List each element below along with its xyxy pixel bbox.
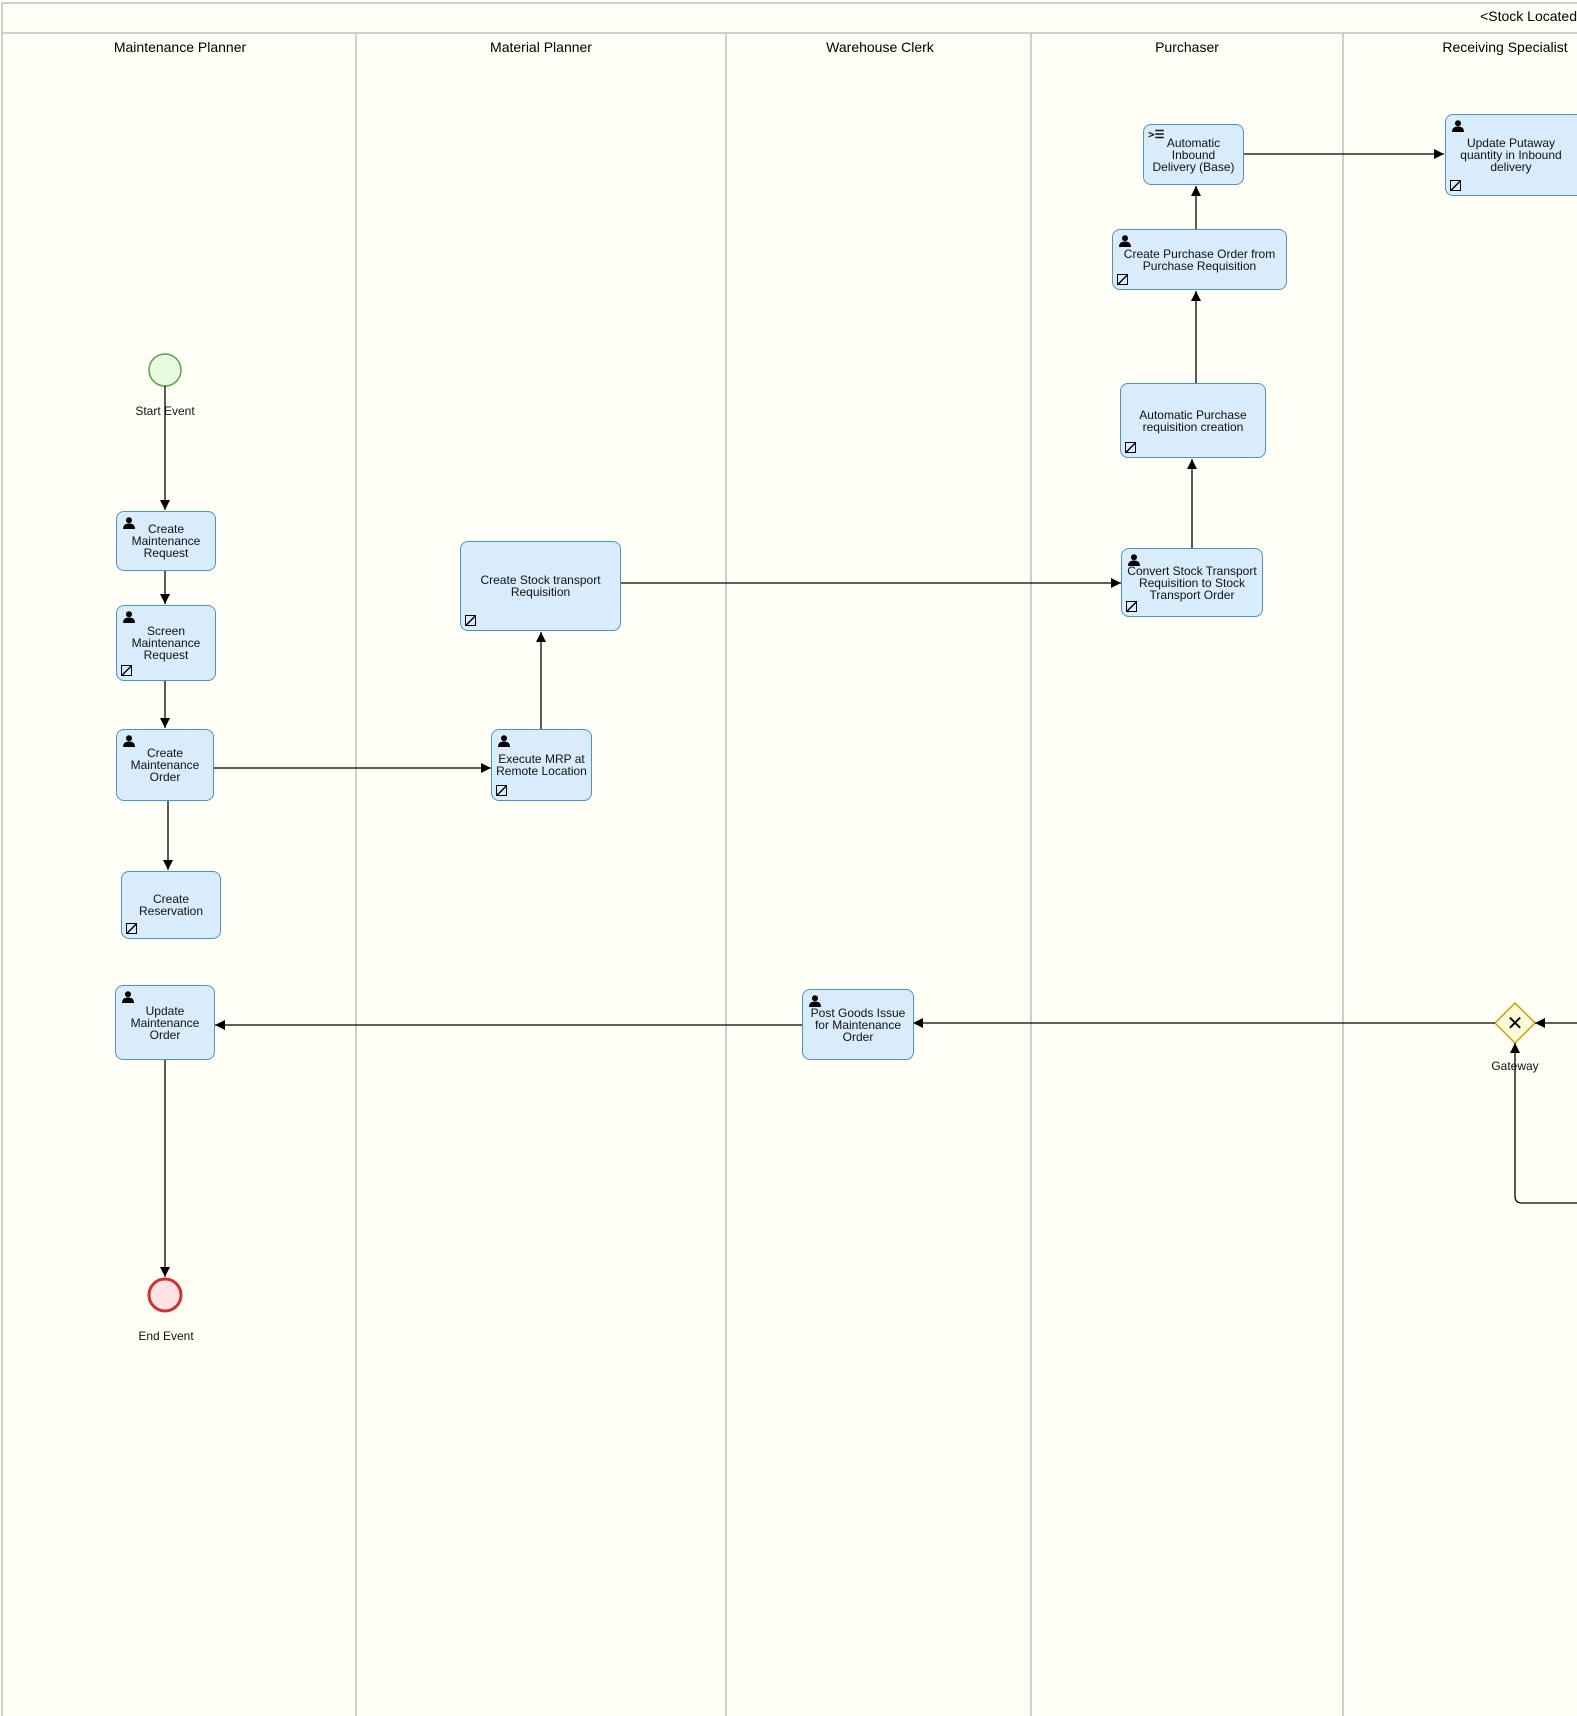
task-label: Create Reservation xyxy=(138,892,204,918)
task-create-purchase-order[interactable]: Create Purchase Order from Purchase Requ… xyxy=(1112,229,1287,290)
task-execute-mrp[interactable]: Execute MRP at Remote Location xyxy=(491,729,592,801)
task-label: Automatic Purchase requisition creation xyxy=(1139,407,1247,434)
task-create-stock-transport-requisition[interactable]: Create Stock transport Requisition xyxy=(460,541,621,631)
task-label: Create Maintenance Request xyxy=(131,522,201,560)
user-icon xyxy=(123,517,135,529)
user-icon xyxy=(809,995,821,1007)
exclusive-gateway[interactable]: ✕ xyxy=(1493,1001,1537,1045)
start-event-label: Start Event xyxy=(135,404,195,418)
task-automatic-inbound-delivery[interactable]: >☰ Automatic Inbound Delivery (Base) xyxy=(1143,124,1244,185)
task-label: Create Maintenance Order xyxy=(130,746,200,784)
subprocess-marker-icon xyxy=(126,923,137,934)
start-event[interactable] xyxy=(148,353,182,387)
subprocess-marker-icon xyxy=(465,615,476,626)
lane-title-receiving-specialist: Receiving Specialist xyxy=(1442,39,1568,55)
task-label: Execute MRP at Remote Location xyxy=(496,752,587,778)
task-update-putaway-quantity[interactable]: Update Putaway quantity in Inbound deliv… xyxy=(1445,114,1577,196)
task-label: Create Purchase Order from Purchase Requ… xyxy=(1123,246,1276,273)
task-label: Automatic Inbound Delivery (Base) xyxy=(1152,135,1235,174)
user-icon xyxy=(498,735,510,747)
flow-loop-into-gateway[interactable] xyxy=(1510,1043,1577,1204)
subprocess-marker-icon xyxy=(1117,274,1128,285)
task-label: Convert Stock Transport Requisition to S… xyxy=(1127,563,1257,602)
subprocess-marker-icon xyxy=(1125,442,1136,453)
task-create-maintenance-request[interactable]: Create Maintenance Request xyxy=(116,511,216,571)
sequence-flows xyxy=(160,149,1577,1277)
gateway-label: Gateway xyxy=(1491,1059,1539,1073)
lane-title-purchaser: Purchaser xyxy=(1155,39,1219,55)
lane-title-maintenance-planner: Maintenance Planner xyxy=(113,39,247,55)
user-icon xyxy=(123,735,135,747)
lane-title-warehouse-clerk: Warehouse Clerk xyxy=(826,39,934,55)
subprocess-marker-icon xyxy=(1450,180,1461,191)
subprocess-marker-icon xyxy=(496,785,507,796)
user-icon xyxy=(123,611,135,623)
user-icon xyxy=(1128,554,1140,566)
task-automatic-purchase-requisition[interactable]: Automatic Purchase requisition creation xyxy=(1120,383,1266,458)
lane-title-material-planner: Material Planner xyxy=(490,39,592,55)
service-task-icon: >☰ xyxy=(1148,128,1165,141)
task-label: Screen Maintenance Request xyxy=(131,624,201,662)
task-create-maintenance-order[interactable]: Create Maintenance Order xyxy=(116,729,214,801)
user-icon xyxy=(122,991,134,1003)
task-label: Create Stock transport Requisition xyxy=(480,573,601,599)
end-event[interactable] xyxy=(147,1277,183,1313)
task-update-maintenance-order[interactable]: Update Maintenance Order xyxy=(115,985,215,1060)
subprocess-marker-icon xyxy=(1126,601,1137,612)
task-label: Update Putaway quantity in Inbound deliv… xyxy=(1460,136,1562,174)
task-convert-stock-transport[interactable]: Convert Stock Transport Requisition to S… xyxy=(1121,548,1263,617)
subprocess-marker-icon xyxy=(121,665,132,676)
task-post-goods-issue[interactable]: Post Goods Issue for Maintenance Order xyxy=(802,989,914,1060)
task-label: Update Maintenance Order xyxy=(130,1003,200,1042)
pool-title: <Stock Located xyxy=(1480,8,1577,24)
task-screen-maintenance-request[interactable]: Screen Maintenance Request xyxy=(116,605,216,681)
user-icon xyxy=(1119,235,1131,247)
end-event-label: End Event xyxy=(138,1329,194,1343)
task-label: Post Goods Issue for Maintenance Order xyxy=(810,1005,906,1044)
user-icon xyxy=(1452,120,1464,132)
gateway-x-icon: ✕ xyxy=(1507,1011,1524,1035)
task-create-reservation[interactable]: Create Reservation xyxy=(121,871,221,939)
